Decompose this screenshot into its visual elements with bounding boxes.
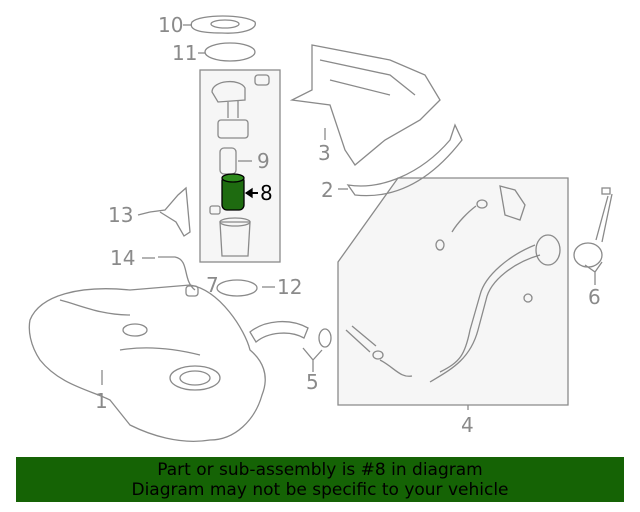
callout-1: 1	[95, 389, 108, 413]
banner-line-2: Diagram may not be specific to your vehi…	[131, 480, 509, 500]
part-4-filler-neck	[429, 244, 541, 383]
filler-neck-box	[337, 177, 569, 406]
callout-7: 7	[206, 273, 219, 297]
pump-reservoir	[219, 221, 251, 257]
info-banner: Part or sub-assembly is #8 in diagram Di…	[16, 457, 624, 502]
callout-10: 10	[158, 13, 184, 37]
fuel-pump-module-box	[199, 69, 281, 263]
part-2-strap	[346, 123, 463, 197]
callout-2: 2	[321, 178, 334, 202]
callout-11: 11	[172, 41, 198, 65]
callout-5: 5	[306, 370, 319, 394]
part-5-hose	[249, 320, 309, 343]
part-10-lock-ring	[190, 15, 256, 34]
banner-line-1: Part or sub-assembly is #8 in diagram	[157, 460, 483, 480]
pump-module-top	[211, 81, 246, 103]
part-11-gasket	[204, 42, 256, 62]
callout-14: 14	[110, 246, 136, 270]
callout-4: 4	[461, 413, 474, 437]
part-3-heat-shield	[289, 44, 441, 166]
part-1-fuel-tank	[28, 284, 266, 442]
callout-8: 8	[260, 181, 273, 205]
part-12-gasket	[216, 279, 258, 297]
part-13-sender	[149, 186, 191, 237]
callout-12: 12	[277, 275, 303, 299]
callout-3: 3	[318, 141, 331, 165]
callout-9: 9	[257, 149, 270, 173]
part-6-fuel-cap	[573, 242, 603, 268]
callout-13: 13	[108, 203, 134, 227]
callout-6: 6	[588, 285, 601, 309]
